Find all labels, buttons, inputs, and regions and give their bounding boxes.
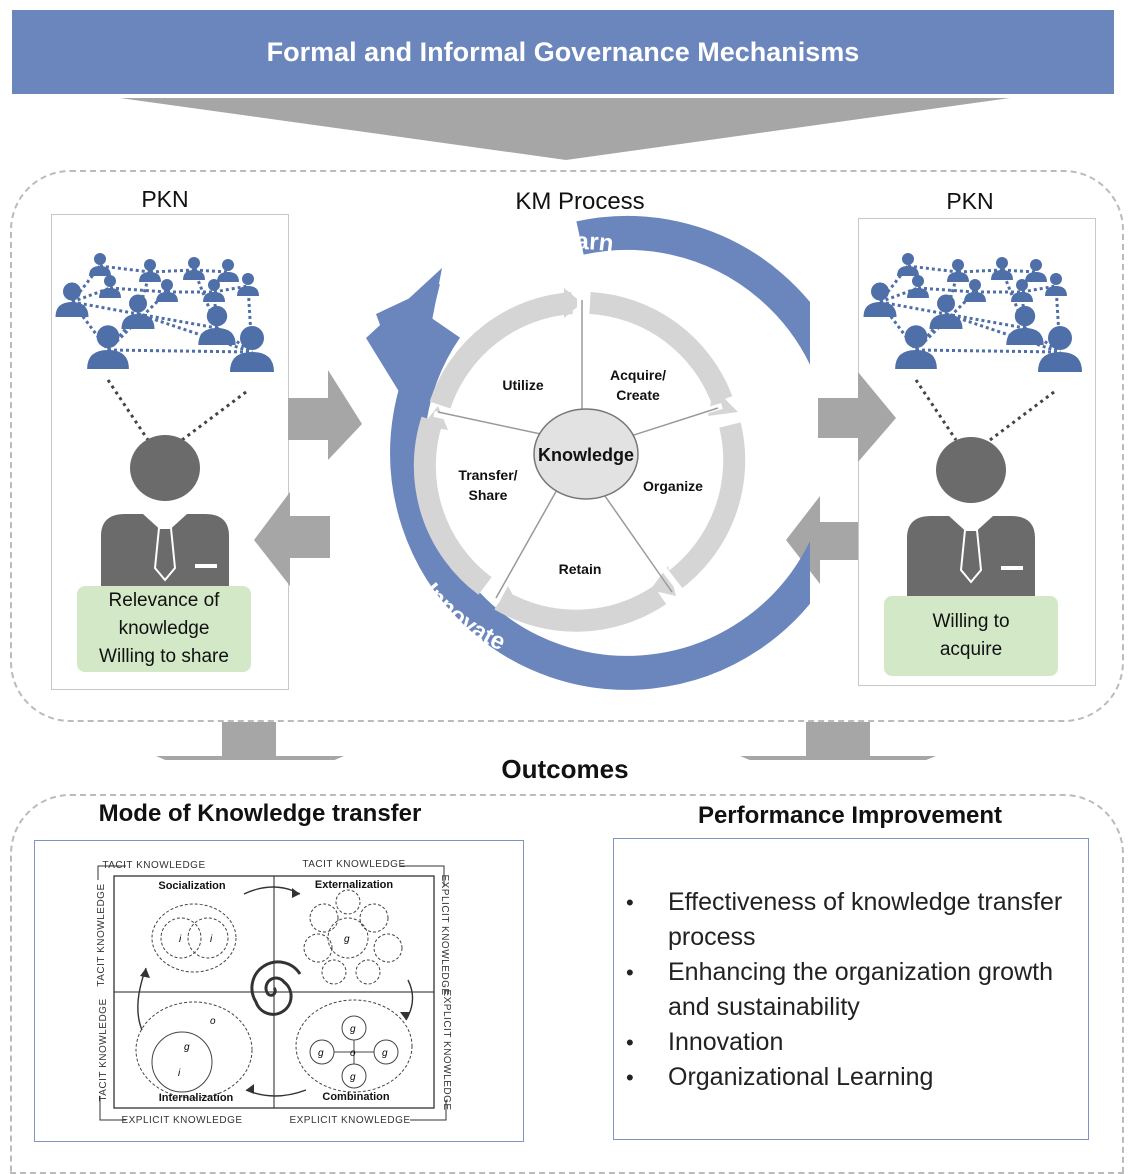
left-green-line2: knowledge (118, 618, 210, 639)
km-process-cycle: Knowledge Utilize Acquire/ Create Organi… (366, 215, 810, 690)
right-network (864, 253, 1083, 372)
governance-down-arrow (120, 98, 1010, 160)
svg-text:Learn: Learn (545, 228, 615, 257)
performance-list: Effectiveness of knowledge transferproce… (614, 885, 1088, 1095)
segment-retain: Retain (559, 561, 602, 577)
left-green-line1: Relevance of (108, 590, 220, 611)
right-green-line1: Willing to (932, 611, 1010, 632)
seci-g-1: g (344, 934, 350, 945)
seci-g-2: g (184, 1042, 190, 1053)
seci-right-top: EXPLICIT KNOWLEDGE (439, 874, 450, 995)
center-to-left-arrow (254, 492, 330, 586)
segment-acquire-1: Acquire/ (610, 367, 666, 383)
perf-title: Performance Improvement (697, 802, 1003, 829)
segment-transfer-2: Share (469, 487, 508, 503)
pkn-region (10, 170, 1124, 722)
seci-model: TACIT KNOWLEDGE TACIT KNOWLEDGE EXPLICIT… (96, 859, 452, 1126)
right-person (906, 436, 1036, 601)
left-green-box: Relevance of knowledge Willing to share (77, 586, 251, 672)
right-green-box: Willing to acquire (884, 596, 1058, 676)
left-to-center-arrow (288, 370, 362, 460)
seci-spiral (250, 960, 302, 1016)
center-to-right-arrow (818, 372, 896, 462)
seci-model-box (34, 840, 524, 1142)
pkn-illustrations (0, 0, 1128, 760)
segment-organize: Organize (643, 478, 703, 494)
seci-g-5: g (382, 1048, 388, 1059)
mode-title: Mode of Knowledge transfer (98, 800, 422, 827)
knowledge-core (533, 408, 639, 500)
seci-left-bottom: TACIT KNOWLEDGE (98, 998, 109, 1101)
left-person (100, 434, 230, 599)
segment-utilize: Utilize (502, 377, 543, 393)
right-green-line2: acquire (939, 639, 1003, 660)
outer-blue-ring (390, 215, 810, 690)
left-outcome-arrow (156, 722, 344, 760)
performance-box: Effectiveness of knowledge transferproce… (613, 838, 1089, 1140)
left-green-line3: Willing to share (99, 646, 229, 667)
seci-left-top: TACIT KNOWLEDGE (96, 883, 107, 986)
knowledge-label: Knowledge (538, 445, 634, 465)
banner-title: Formal and Informal Governance Mechanism… (266, 36, 860, 67)
right-pkn-title: PKN (946, 188, 994, 214)
left-pkn-title: PKN (141, 186, 189, 212)
seci-g-4: g (318, 1048, 324, 1059)
left-network (56, 253, 275, 372)
seci-top-left: TACIT KNOWLEDGE (102, 860, 205, 871)
seci-externalization: Externalization (315, 879, 394, 891)
segment-acquire-2: Create (616, 387, 660, 403)
seci-i-1: i (179, 934, 182, 945)
segment-transfer-1: Transfer/ (458, 467, 517, 483)
perf-item-4: Organizational Learning (614, 1060, 1088, 1095)
outcomes-title: Outcomes (501, 754, 629, 784)
seci-o-1: o (210, 1016, 216, 1027)
learn-label: Learn (545, 228, 615, 257)
seci-i-2: i (210, 934, 213, 945)
seci-bottom-left: EXPLICIT KNOWLEDGE (121, 1115, 242, 1126)
seci-combination: Combination (322, 1091, 389, 1103)
seci-right-bottom: EXPLICIT KNOWLEDGE (441, 989, 452, 1110)
communicate-label: Communicate (755, 395, 797, 564)
seci-top-right: TACIT KNOWLEDGE (302, 859, 405, 870)
seci-g-6: g (350, 1072, 356, 1083)
seci-bottom-right: EXPLICIT KNOWLEDGE (289, 1115, 410, 1126)
governance-banner: Formal and Informal Governance Mechanism… (12, 10, 1114, 94)
seci-g-3: g (350, 1024, 356, 1035)
seci-o-2: o (350, 1048, 356, 1059)
seci-i-3: i (178, 1068, 181, 1079)
perf-item-1: Effectiveness of knowledge transferproce… (614, 885, 1088, 955)
seci-socialization: Socialization (158, 880, 226, 892)
right-outcome-arrow (740, 722, 936, 760)
svg-text:Communicate: Communicate (755, 395, 797, 564)
km-process-title: KM Process (515, 188, 645, 215)
perf-item-3: Innovation (614, 1025, 1088, 1060)
